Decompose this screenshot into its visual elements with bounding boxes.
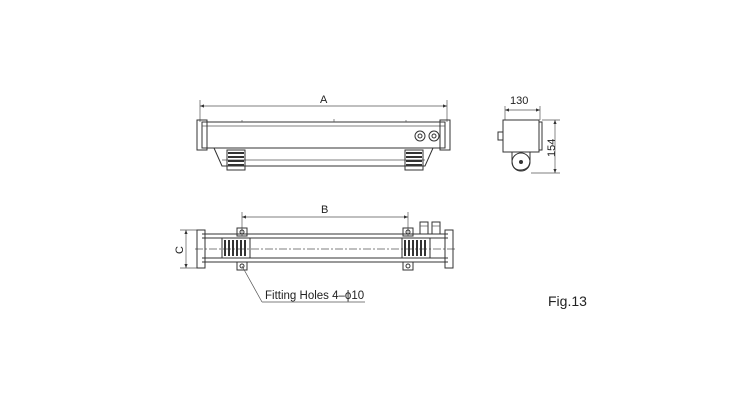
front-clamp-right — [404, 149, 424, 171]
dimension-height-label: 154 — [546, 139, 558, 157]
front-clamp-left — [226, 149, 246, 171]
dimension-width-label: 130 — [510, 95, 528, 107]
figure-caption: Fig.13 — [548, 293, 587, 309]
dimension-b-label: B — [321, 204, 328, 216]
fitting-holes-label: Fitting Holes 4–ϕ10 — [265, 290, 364, 302]
dimension-c-label: C — [174, 246, 186, 254]
top-clamp-left — [221, 237, 251, 259]
dimension-height: 154 — [531, 119, 560, 174]
side-view: 130 154 — [497, 95, 560, 174]
front-view: A — [196, 94, 451, 171]
dimension-a-label: A — [320, 94, 328, 106]
fitting-holes-callout: Fitting Holes 4–ϕ10 — [241, 265, 365, 303]
top-view: B C — [174, 204, 455, 271]
dimension-b: B — [241, 204, 409, 236]
dimension-width: 130 — [504, 95, 541, 120]
dimension-a: A — [199, 94, 448, 122]
top-clamp-right — [401, 237, 431, 259]
